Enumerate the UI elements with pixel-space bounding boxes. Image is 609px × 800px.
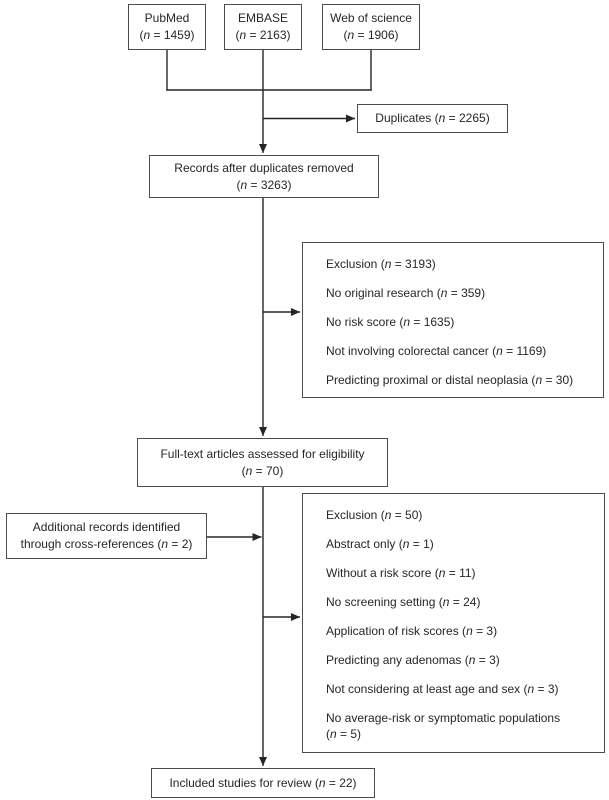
- exclusion-item: Exclusion (n = 50): [326, 508, 423, 522]
- box-records-after-duplicates: Records after duplicates removed (n = 32…: [149, 155, 379, 198]
- box-embase-title: EMBASE: [237, 11, 288, 25]
- box-duplicates: Duplicates (n = 2265): [357, 104, 508, 133]
- exclusion-item-continuation: (n = 5): [326, 727, 362, 741]
- box-additional-records-line1: Additional records identified: [32, 520, 181, 534]
- exclusion-item: No original research (n = 359): [326, 286, 486, 300]
- box-exclusion-screening: Exclusion (n = 3193) No original researc…: [302, 242, 604, 398]
- exclusion-item: Not considering at least age and sex (n …: [326, 682, 559, 696]
- box-included-label: Included studies for review (n = 22): [169, 775, 357, 790]
- box-additional-records: Additional records identified through cr…: [6, 513, 207, 559]
- box-full-text: Full-text articles assessed for eligibil…: [137, 438, 388, 487]
- exclusion-item: No average-risk or symptomatic populatio…: [326, 711, 561, 725]
- box-full-text-title: Full-text articles assessed for eligibil…: [160, 446, 365, 461]
- exclusion-item: Application of risk scores (n = 3): [326, 624, 498, 638]
- box-web-of-science-count: (n = 1906): [343, 28, 399, 42]
- box-exclusion-full-text: Exclusion (n = 50) Abstract only (n = 1)…: [302, 493, 605, 753]
- exclusion-item: No risk score (n = 1635): [326, 315, 455, 329]
- box-web-of-science: Web of science (n = 1906): [322, 4, 420, 50]
- exclusion-item: Without a risk score (n = 11): [326, 566, 476, 580]
- exclusion-item: Abstract only (n = 1): [326, 537, 434, 551]
- box-included: Included studies for review (n = 22): [151, 768, 375, 798]
- box-records-count: (n = 3263): [236, 177, 292, 192]
- exclusion-item: Predicting proximal or distal neoplasia …: [326, 373, 574, 387]
- box-records-title: Records after duplicates removed: [174, 160, 354, 175]
- box-full-text-count: (n = 70): [241, 463, 284, 478]
- box-embase: EMBASE (n = 2163): [224, 4, 302, 50]
- box-pubmed: PubMed (n = 1459): [128, 4, 206, 50]
- exclusion-item: Exclusion (n = 3193): [326, 257, 436, 271]
- box-web-of-science-title: Web of science: [330, 11, 412, 25]
- box-pubmed-title: PubMed: [144, 11, 190, 25]
- box-additional-records-line2: through cross-references (n = 2): [20, 537, 193, 551]
- box-embase-count: (n = 2163): [235, 28, 291, 42]
- exclusion-item: Predicting any adenomas (n = 3): [326, 653, 500, 667]
- box-duplicates-label: Duplicates (n = 2265): [375, 111, 490, 125]
- exclusion-item: Not involving colorectal cancer (n = 116…: [326, 344, 547, 358]
- box-pubmed-count: (n = 1459): [139, 28, 195, 42]
- exclusion-item: No screening setting (n = 24): [326, 595, 481, 609]
